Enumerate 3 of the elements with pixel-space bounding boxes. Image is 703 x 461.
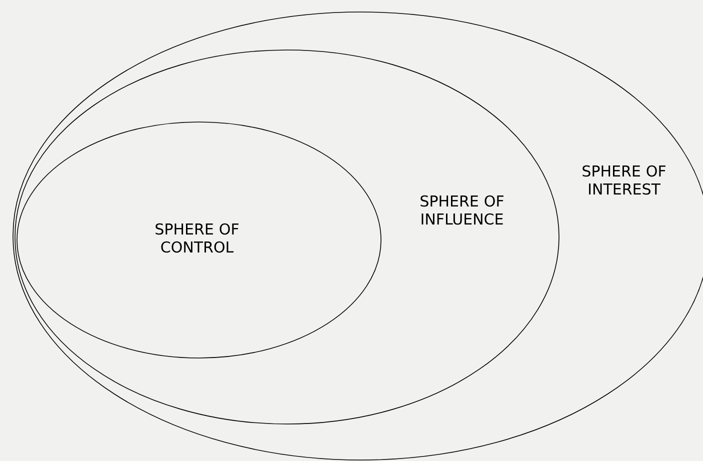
- region-label: SPHERE OF CONTROL: [156, 223, 238, 253]
- region-label: SPHERE OF INTEREST: [582, 165, 666, 195]
- region-label: SPHERE OF INFLUENCE: [420, 195, 504, 225]
